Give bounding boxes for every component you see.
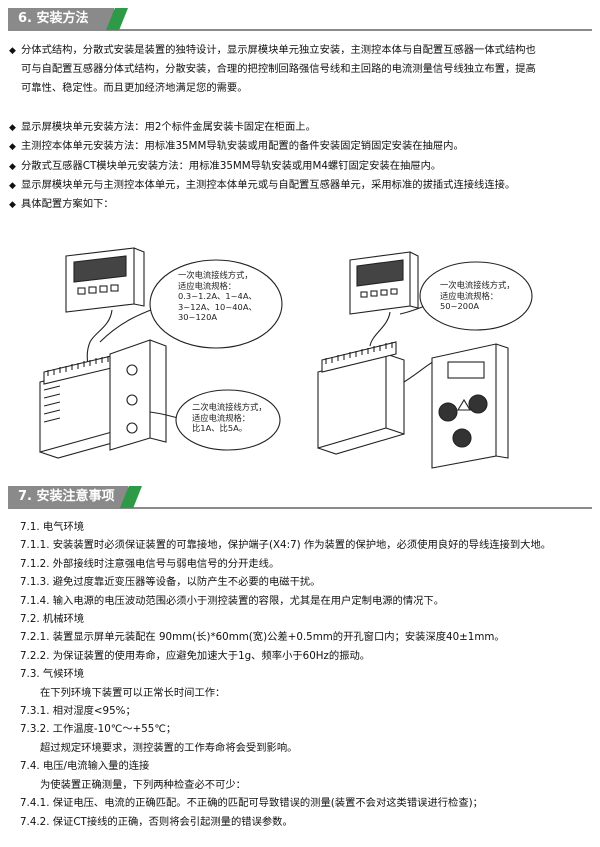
list-item: ◆具体配置方案如下： bbox=[9, 195, 589, 214]
note-line: 7.1.3. 避免过度靠近变压器等设备，以防产生不必要的电磁干扰。 bbox=[20, 576, 321, 589]
intro-line-2: 可与自配置互感器分体式结构，分散安装，合理的把控制回路强信号线和主回路的电流测量… bbox=[21, 63, 536, 76]
header-rule bbox=[8, 29, 592, 31]
callout-right-top: 一次电流接线方式， 适应电流规格： 50~200A bbox=[440, 280, 515, 312]
diamond-bullet-icon: ◆ bbox=[9, 161, 16, 172]
installation-diagram: 一次电流接线方式， 适应电流规格： 0.3~1.2A、1~4A、 3~12A、1… bbox=[0, 242, 600, 477]
device-illustration bbox=[39, 247, 533, 469]
main-body-right bbox=[317, 341, 405, 455]
note-line: 超过规定环境要求，测控装置的工作寿命将会受到影响。 bbox=[40, 741, 298, 754]
note-line: 7.3. 气候环境 bbox=[20, 668, 85, 681]
note-line: 7.1.1. 安装装置时必须保证装置的可靠接地，保护端子(X4:7) 作为装置的… bbox=[20, 539, 552, 552]
note-line: 7.1. 电气环境 bbox=[20, 521, 85, 533]
list-item: ◆显示屏模块单元与主测控本体单元，主测控本体单元或与自配置互感器单元，采用标准的… bbox=[9, 176, 589, 195]
list-item: ◆分散式互感器CT模块单元安装方法：用标准35MM导轨安装或用M4螺钉固定安装在… bbox=[9, 157, 589, 176]
installation-notes: 7.1. 电气环境 7.1.1. 安装装置时必须保证装置的可靠接地，保护端子(X… bbox=[20, 518, 592, 831]
section-6-title: 6. 安装方法 bbox=[8, 8, 114, 30]
note-line: 7.3.1. 相对湿度<95%； bbox=[20, 705, 136, 718]
intro-line-3: 可靠性、稳定性。而且更加经济地满足您的需要。 bbox=[21, 81, 248, 94]
diamond-bullet-icon: ◆ bbox=[9, 200, 16, 211]
section-7-header: 7. 安装注意事项 bbox=[8, 486, 592, 509]
intro-paragraph: ◆ 分体式结构，分散式安装是装置的独特设计，显示屏模块单元独立安装，主测控本体与自… bbox=[9, 41, 589, 97]
list-item: ◆主测控本体单元安装方法：用标准35MM导轨安装或用配置的备件安装固定销固定安装… bbox=[9, 137, 589, 156]
note-line: 为使装置正确测量，下列两种检查必不可少： bbox=[40, 778, 246, 791]
note-line: 7.4.2. 保证CT接线的正确，否则将会引起测量的错误参数。 bbox=[20, 815, 293, 828]
ct-module-right bbox=[431, 343, 509, 469]
callout-left-top: 一次电流接线方式， 适应电流规格： 0.3~1.2A、1~4A、 3~12A、1… bbox=[178, 270, 257, 323]
section-6-header: 6. 安装方法 bbox=[8, 8, 592, 31]
note-line: 7.1.2. 外部接线时注意强电信号与弱电信号的分开走线。 bbox=[20, 557, 280, 570]
note-line: 7.4.1. 保证电压、电流的正确匹配。不正确的匹配可导致错误的测量(装置不会对… bbox=[20, 797, 483, 810]
note-line: 在下列环境下装置可以正常长时间工作： bbox=[40, 686, 226, 699]
method-list: ◆显示屏模块单元安装方法：用2个标件金属安装卡固定在柜面上。 ◆主测控本体单元安… bbox=[9, 118, 589, 214]
callout-left-bottom: 二次电流接线方式， 适应电流规格： 比1A、比5A。 bbox=[192, 402, 267, 434]
ct-block-left bbox=[109, 339, 167, 451]
note-line: 7.1.4. 输入电源的电压波动范围必须小于测控装置的容限，尤其是在用户定制电源… bbox=[20, 594, 445, 607]
list-item: ◆显示屏模块单元安装方法：用2个标件金属安装卡固定在柜面上。 bbox=[9, 118, 589, 137]
diamond-bullet-icon: ◆ bbox=[9, 142, 16, 153]
diamond-bullet-icon: ◆ bbox=[9, 180, 16, 191]
note-line: 7.4. 电压/电流输入量的连接 bbox=[20, 760, 150, 773]
display-module-right bbox=[349, 251, 419, 315]
header-rule bbox=[8, 507, 592, 509]
display-module-left bbox=[65, 247, 145, 313]
note-line: 7.2.2. 为保证装置的使用寿命，应避免加速大于1g、频率小于60Hz的振动。 bbox=[20, 649, 371, 662]
note-line: 7.3.2. 工作温度-10℃～+55℃； bbox=[20, 723, 177, 736]
diamond-bullet-icon: ◆ bbox=[9, 46, 16, 56]
section-7-title: 7. 安装注意事项 bbox=[8, 486, 128, 508]
intro-line-1: 分体式结构，分散式安装是装置的独特设计，显示屏模块单元独立安装，主测控本体与自配… bbox=[21, 44, 536, 56]
diamond-bullet-icon: ◆ bbox=[9, 123, 16, 133]
note-line: 7.2.1. 装置显示屏单元装配在 90mm(长)*60mm(宽)公差+0.5m… bbox=[20, 631, 505, 644]
note-line: 7.2. 机械环境 bbox=[20, 613, 85, 626]
